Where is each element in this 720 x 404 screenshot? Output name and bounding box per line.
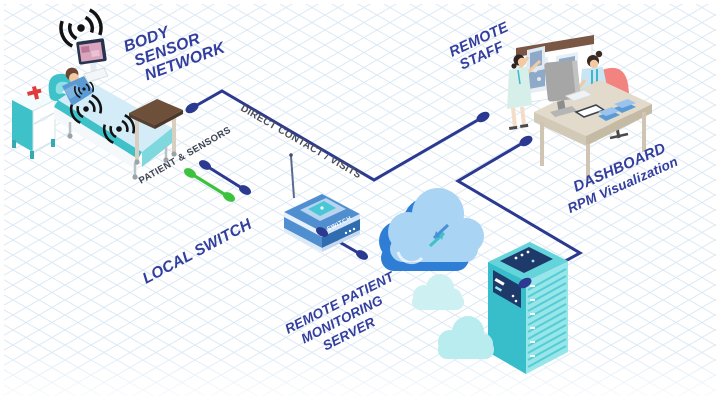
remote-staff-scene bbox=[507, 35, 652, 180]
bottom-fade bbox=[0, 350, 720, 404]
isometric-grid bbox=[4, 4, 716, 396]
medical-cabinet bbox=[12, 86, 56, 159]
antenna-icon bbox=[289, 153, 295, 199]
server-rack bbox=[488, 242, 568, 374]
wifi-sensor-icon-2 bbox=[102, 114, 136, 144]
desk-monitor bbox=[544, 59, 582, 117]
vitals-monitor bbox=[76, 38, 109, 83]
hospital-bed-scene bbox=[48, 67, 172, 180]
patient-switch-link-green bbox=[189, 171, 230, 199]
bed-blanket bbox=[58, 80, 172, 152]
local-switch-device: SWITCH bbox=[284, 153, 360, 252]
red-cross-icon bbox=[27, 86, 42, 100]
patient-switch-link-data bbox=[204, 163, 246, 192]
cyan-cloud-icon-1 bbox=[412, 274, 464, 310]
direct-contact-link bbox=[191, 89, 484, 182]
cyan-cloud-icon-2 bbox=[438, 316, 494, 359]
patient-figure bbox=[62, 67, 94, 106]
green-link-dots bbox=[183, 168, 236, 202]
cloud-icon bbox=[379, 188, 484, 271]
wifi-sensor-icon-1 bbox=[69, 94, 103, 124]
link-dots bbox=[185, 102, 533, 289]
keyboard bbox=[564, 89, 594, 102]
sync-arrows-icon bbox=[428, 223, 450, 248]
standing-doctor bbox=[507, 46, 545, 130]
overbed-table bbox=[129, 99, 183, 165]
tablet-devices bbox=[574, 99, 636, 121]
